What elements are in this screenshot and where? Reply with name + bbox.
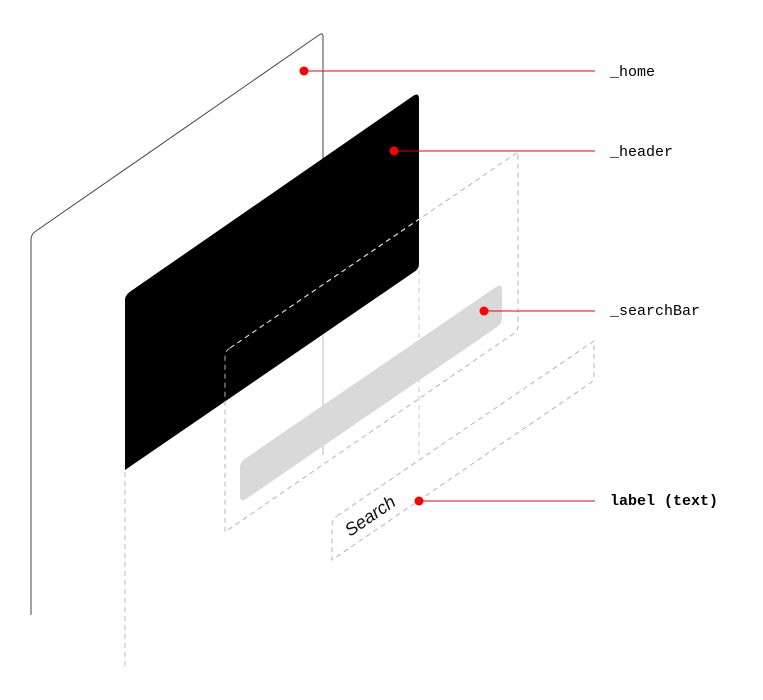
- callout-home: _home: [299, 64, 655, 81]
- home-outline: [30, 33, 324, 615]
- label-layer: [331, 340, 595, 561]
- callout-label: label (text): [414, 493, 718, 510]
- searchbar-container-layer: [224, 151, 519, 533]
- header-layer: [125, 94, 419, 470]
- searchbar-container-edge-over-header: [229, 218, 420, 349]
- callout-label-searchbar: _searchBar: [609, 303, 700, 320]
- callout-label-header: _header: [609, 144, 673, 161]
- callout-label-home: _home: [609, 64, 655, 81]
- search-label-text: Search: [341, 492, 399, 541]
- searchbar-layer: [240, 285, 502, 501]
- callout-header: _header: [389, 144, 673, 161]
- callout-dot: [389, 146, 399, 156]
- callout-label-text: label (text): [610, 493, 718, 510]
- callout-dot: [479, 306, 489, 316]
- callout-dot: [299, 66, 309, 76]
- callout-dot: [414, 496, 424, 506]
- callout-searchbar: _searchBar: [479, 303, 700, 320]
